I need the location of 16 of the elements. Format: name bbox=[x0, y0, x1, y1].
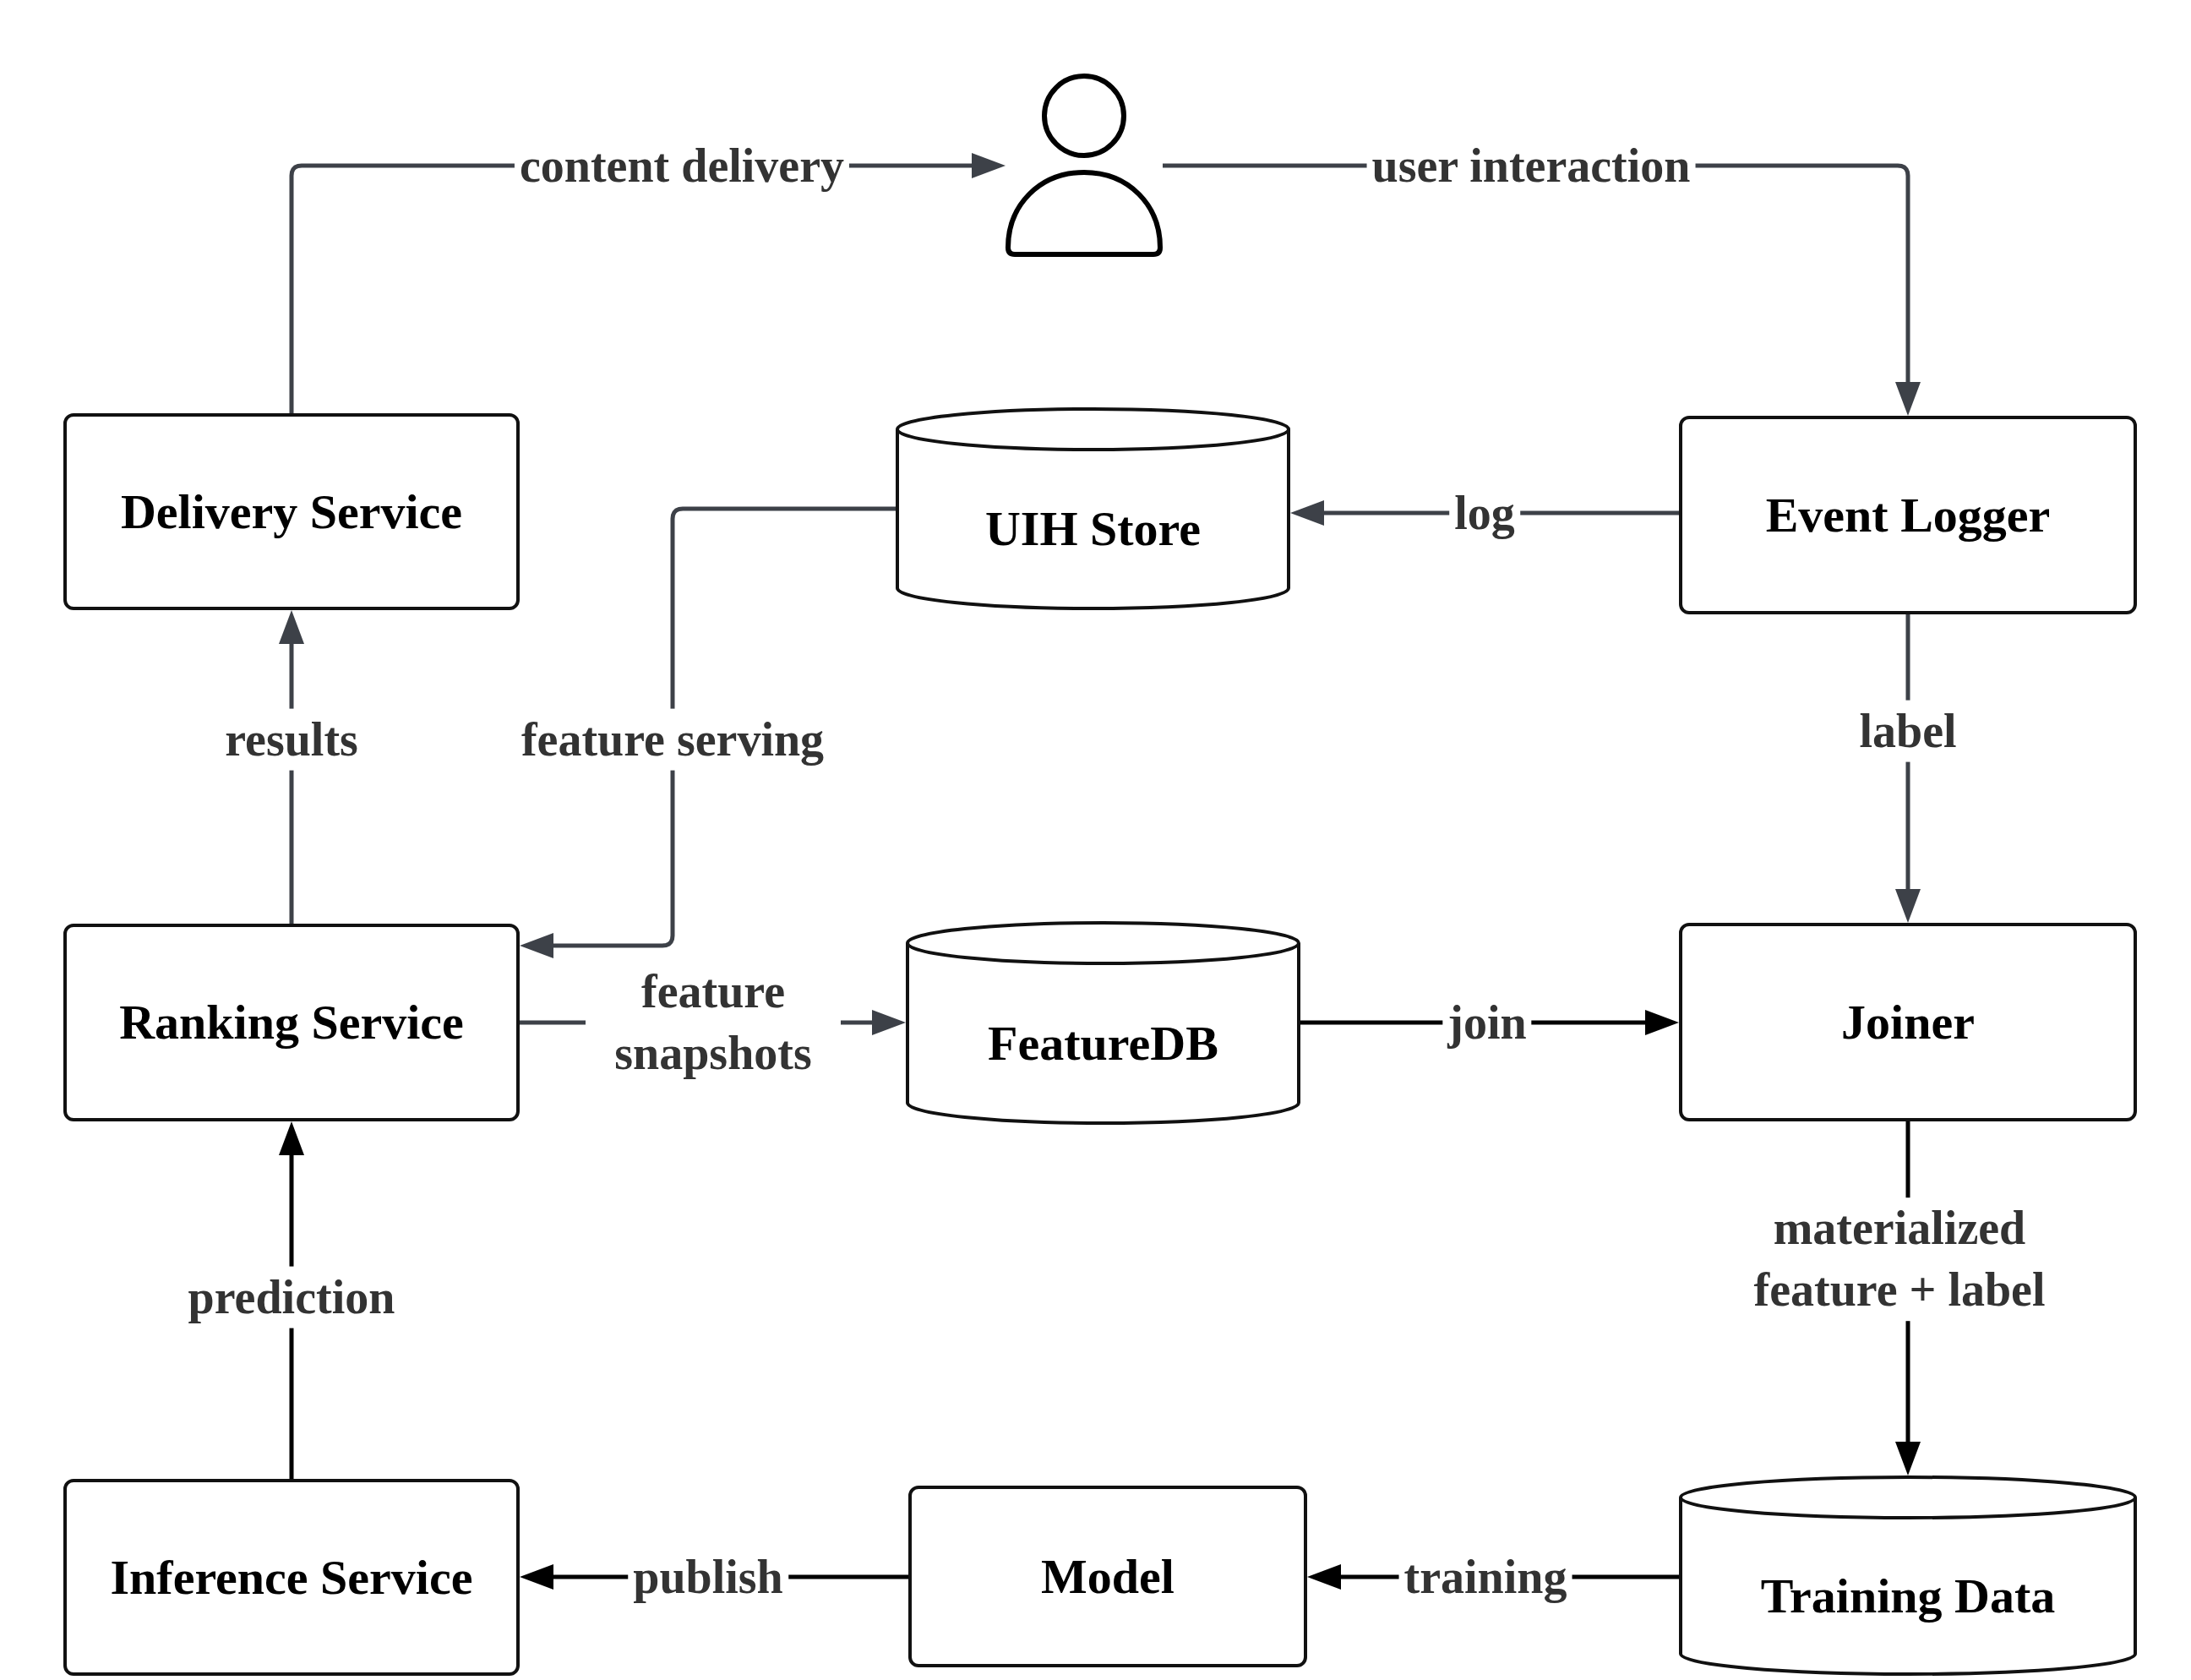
process-box bbox=[63, 1479, 520, 1676]
node-label: Inference Service bbox=[110, 1548, 473, 1606]
process-box bbox=[908, 1486, 1307, 1667]
node-label: Model bbox=[1041, 1547, 1175, 1606]
node-label: FeatureDB bbox=[988, 1014, 1218, 1072]
node-label: Training Data bbox=[1760, 1567, 2056, 1625]
arrow bbox=[520, 506, 896, 958]
node-label: UIH Store bbox=[984, 500, 1202, 559]
node-label: Joiner bbox=[1841, 993, 1975, 1051]
process-box bbox=[1679, 923, 2137, 1121]
node-label: Delivery Service bbox=[120, 483, 463, 541]
process-box bbox=[1679, 416, 2137, 614]
node-label: Event Logger bbox=[1765, 486, 2051, 544]
process-box bbox=[63, 924, 520, 1121]
process-box bbox=[63, 413, 520, 610]
node-label: Ranking Service bbox=[119, 994, 464, 1052]
